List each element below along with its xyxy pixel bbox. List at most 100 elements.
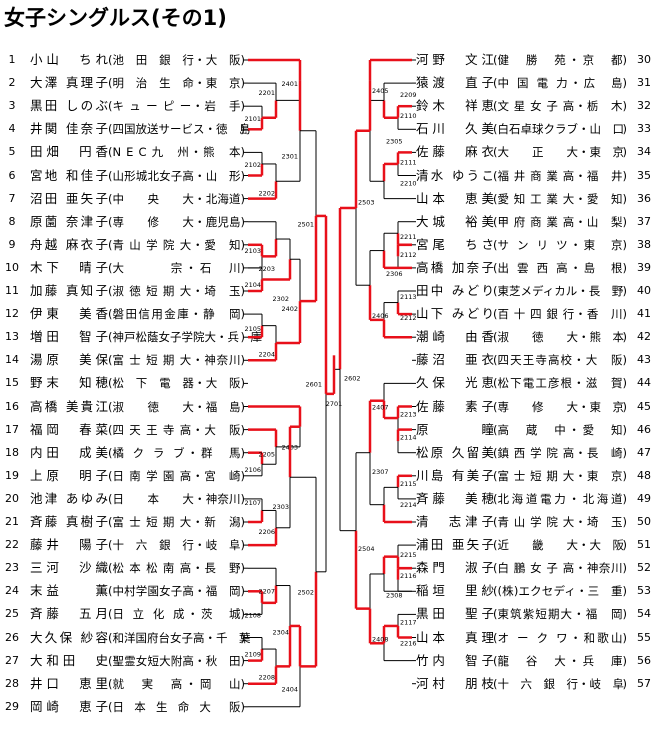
match-number: 2405 — [372, 87, 389, 95]
affiliation-text: 橘 ク ラ ブ・群 馬 — [112, 445, 241, 460]
seed-number: 7 — [8, 191, 16, 205]
affiliation-text: 愛 知 工 業 大・愛 知 — [497, 191, 623, 206]
affiliation-text: 専 修 大・東 京 — [497, 399, 625, 414]
player-name: 大澤 真理子 — [30, 75, 108, 91]
player-name: 河村 朋枝 — [416, 675, 494, 691]
player-affiliation: (白 鵬 女 子 高・神奈川) — [493, 558, 627, 578]
seed-number: 3 — [8, 99, 16, 113]
player-name: 田畑 円香 — [30, 144, 108, 160]
player-name: 宮地 和佳子 — [30, 167, 108, 183]
seed-number: 39 — [637, 260, 651, 274]
match-number: 2112 — [400, 251, 417, 259]
seed-number: 30 — [637, 53, 651, 66]
player-name: 久保 光恵 — [416, 375, 494, 391]
affiliation-text: 富 士 短 期 大・神奈川 — [112, 353, 241, 368]
affiliation-text: 明 治 生 命・東 京 — [112, 76, 241, 91]
seed-number: 4 — [8, 122, 16, 136]
seed-number: 55 — [637, 630, 651, 644]
affiliation-text: 高 蔵 中・愛 知 — [497, 422, 623, 437]
player-affiliation: (富 士 短 期 大・神奈川) — [108, 350, 245, 370]
match-number: 2114 — [400, 434, 417, 442]
seed-number: 27 — [5, 653, 19, 667]
affiliation-text: 福 井 商 業 高・福 井 — [497, 168, 623, 183]
affiliation-text: 四天王寺高校・大 阪 — [497, 353, 623, 368]
affiliation-text: 近 畿 大・大 阪 — [497, 538, 625, 553]
player-name: 井口 恵里 — [30, 675, 108, 691]
player-affiliation: (中村学園女子高・福 岡) — [108, 581, 245, 601]
player-affiliation: (大 正 大・東 京) — [493, 142, 627, 162]
seed-number: 46 — [637, 422, 651, 436]
seed-number: 26 — [5, 630, 19, 644]
seed-number: 14 — [5, 353, 19, 367]
match-number: 2211 — [400, 233, 417, 241]
player-name: 黒田 聖子 — [416, 606, 494, 622]
player-name: 山本 真理 — [416, 629, 494, 645]
match-number: 2308 — [386, 591, 403, 599]
match-number: 2301 — [281, 152, 298, 160]
match-number: 2304 — [272, 629, 289, 637]
seed-number: 21 — [5, 515, 19, 528]
player-name: 高橋 美貴江 — [30, 398, 108, 414]
player-affiliation: (出 雲 西 高・島 根) — [493, 258, 627, 278]
player-name: 大和田 史 — [30, 652, 108, 668]
affiliation-text: キ ュ ー ピ ー・岩 手 — [112, 99, 241, 114]
player-name: 伊東 美香 — [30, 306, 108, 322]
match-number: 2106 — [244, 466, 261, 474]
player-affiliation: (和洋国府台女子高・千 葉) — [108, 628, 251, 648]
seed-number: 29 — [5, 699, 19, 713]
player-affiliation: (淑 徳 大・熊 本) — [493, 327, 627, 347]
player-affiliation: (健 勝 苑・京 都) — [493, 50, 627, 70]
player-affiliation: (福 井 商 業 高・福 井) — [493, 166, 627, 186]
player-affiliation: (鎮 西 学 院 高・長 崎) — [493, 443, 627, 463]
player-affiliation: (東筑紫短期大・福 岡) — [493, 604, 627, 624]
player-affiliation: (東芝メディカル・長 野) — [493, 281, 627, 301]
player-name: 川島 有美子 — [416, 467, 494, 483]
seed-number: 9 — [8, 237, 16, 251]
player-name: 沼田 亜矢子 — [30, 190, 108, 206]
match-number: 2210 — [400, 180, 417, 188]
match-number: 2207 — [258, 587, 275, 595]
seed-number: 5 — [8, 145, 16, 159]
match-number: 2208 — [258, 674, 275, 682]
match-number: 2107 — [244, 499, 261, 507]
affiliation-text: 四国放送サービス・徳 島 — [112, 122, 251, 137]
player-affiliation: (四国放送サービス・徳 島) — [108, 119, 251, 139]
affiliation-text: 日 本 大・神奈川 — [112, 491, 241, 506]
match-number: 2408 — [372, 636, 389, 644]
affiliation-text: 中 央 大・北海道 — [112, 191, 241, 206]
affiliation-text: 専 修 大・鹿児島 — [112, 214, 241, 229]
player-affiliation: (聖霊女短大附高・秋 田) — [108, 651, 245, 671]
player-name: 藤沼 亜衣 — [416, 352, 494, 368]
player-name: 湯原 美保 — [30, 352, 108, 368]
seed-number: 49 — [637, 491, 651, 505]
affiliation-text: 四 天 王 寺 高・大 阪 — [112, 422, 241, 437]
affiliation-text: 淑 徳 短 期 大・埼 玉 — [112, 284, 241, 298]
affiliation-text: 富 士 短 期 大・新 潟 — [112, 515, 241, 529]
player-affiliation: (富 士 短 期 大・新 潟) — [108, 512, 245, 532]
match-number: 2105 — [244, 325, 261, 333]
match-number: 2206 — [258, 528, 275, 536]
match-number: 2305 — [386, 137, 403, 145]
player-name: 加藤 真知子 — [30, 283, 108, 298]
player-name: 森門 淑子 — [416, 560, 494, 576]
player-name: 小山 ちれ — [30, 52, 108, 67]
match-number: 2103 — [244, 247, 261, 255]
affiliation-text: 松 下 電 器・大 阪 — [112, 376, 241, 391]
affiliation-text: 白石卓球クラブ・山 口 — [497, 122, 625, 137]
player-name: 舟越 麻衣子 — [30, 236, 108, 252]
player-affiliation: (富 士 短 期 大・東 京) — [493, 466, 627, 486]
affiliation-text: オ ー ク ワ・和歌山 — [497, 630, 623, 645]
match-number: 2116 — [400, 572, 417, 580]
player-affiliation: (日 本 大・神奈川) — [108, 489, 245, 509]
affiliation-text: 十 六 銀 行・岐 阜 — [497, 676, 625, 691]
player-name: 竹内 智子 — [416, 652, 494, 668]
affiliation-text: 大 正 大・東 京 — [497, 145, 625, 160]
match-number: 2503 — [358, 199, 375, 207]
player-affiliation: (北海道電力・北海道) — [493, 489, 627, 509]
match-number: 2401 — [281, 80, 298, 88]
match-number: 2110 — [400, 112, 417, 120]
player-name: 高橋 加奈子 — [416, 259, 494, 275]
player-name: 鈴木 祥恵 — [416, 98, 494, 114]
player-affiliation: (キ ュ ー ピ ー・岩 手) — [108, 96, 245, 116]
match-number: 2214 — [400, 501, 417, 509]
